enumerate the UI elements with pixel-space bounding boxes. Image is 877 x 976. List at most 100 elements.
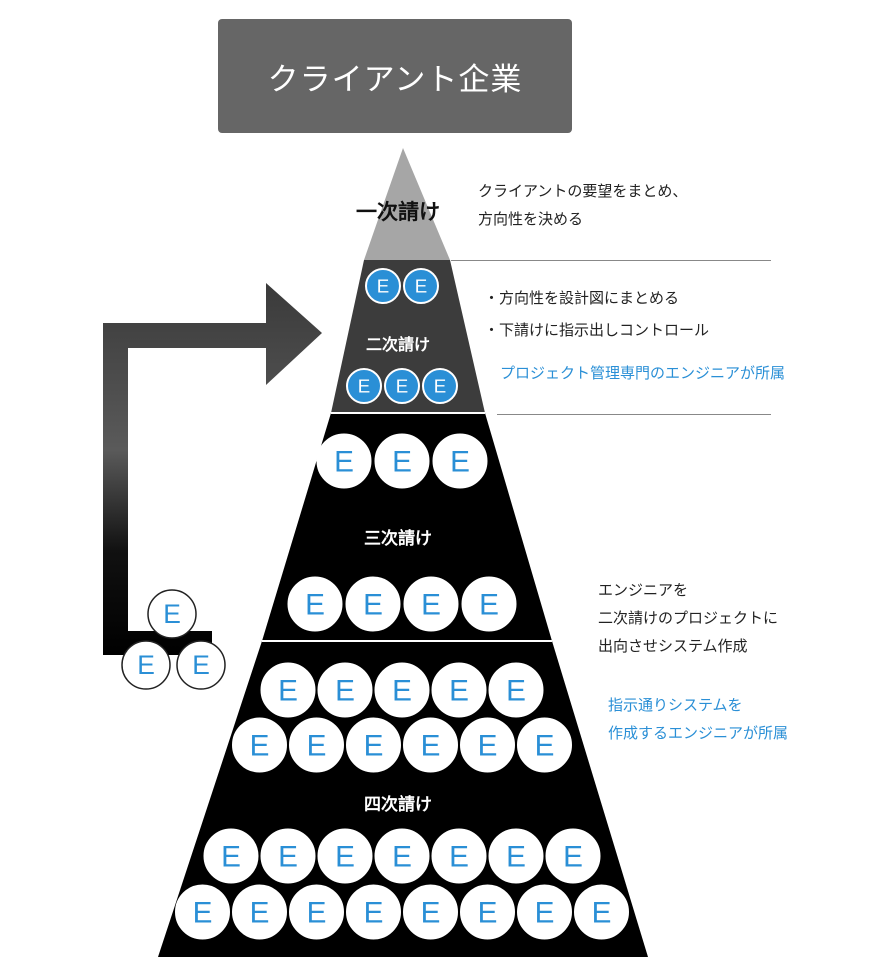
- svg-text:E: E: [335, 840, 355, 873]
- svg-text:E: E: [307, 729, 327, 762]
- tier1-note: クライアントの要望をまとめ、 方向性を決める: [478, 182, 688, 228]
- tier3-label: 三次請け: [364, 529, 432, 549]
- engineer-circle-icon: E: [147, 589, 197, 639]
- svg-text:E: E: [449, 840, 469, 873]
- svg-text:E: E: [478, 896, 498, 929]
- svg-text:E: E: [250, 729, 270, 762]
- engineer-circle-icon: E: [345, 576, 401, 632]
- client-box: クライアント企業: [218, 19, 572, 133]
- svg-text:E: E: [278, 840, 298, 873]
- client-label: クライアント企業: [267, 61, 523, 98]
- svg-text:E: E: [358, 375, 370, 396]
- engineer-circle-icon: E: [287, 576, 343, 632]
- svg-text:E: E: [193, 896, 213, 929]
- svg-text:E: E: [479, 588, 499, 621]
- engineer-circle-icon: E: [488, 828, 544, 884]
- svg-text:E: E: [535, 896, 555, 929]
- svg-text:E: E: [363, 588, 383, 621]
- divider-1: [451, 260, 771, 261]
- svg-text:E: E: [392, 840, 412, 873]
- engineer-circle-icon: E: [317, 662, 373, 718]
- tier4-note-blue: 指示通りシステムを 作成するエンジニアが所属: [608, 696, 789, 742]
- engineer-circle-icon: E: [545, 828, 601, 884]
- engineer-circle-icon: E: [289, 717, 344, 773]
- svg-text:E: E: [305, 588, 325, 621]
- engineer-circle-icon: E: [403, 884, 458, 940]
- engineer-circle-icon: E: [203, 828, 259, 884]
- engineer-circle-icon: E: [260, 662, 316, 718]
- svg-text:E: E: [250, 896, 270, 929]
- tier2-note-a: ・方向性を設計図にまとめる: [484, 289, 680, 307]
- engineer-circle-icon: E: [384, 368, 420, 404]
- engineer-circle-icon: E: [488, 662, 544, 718]
- tier3-note: エンジニアを 二次請けのプロジェクトに 出向させシステム作成: [598, 581, 779, 655]
- svg-text:E: E: [506, 840, 526, 873]
- tier2-note-b: ・下請けに指示出しコントロール: [484, 321, 710, 339]
- svg-text:E: E: [421, 896, 441, 929]
- engineer-circle-icon: E: [346, 717, 401, 773]
- svg-text:E: E: [563, 840, 583, 873]
- svg-text:E: E: [137, 650, 155, 680]
- engineer-circle-icon: E: [232, 884, 287, 940]
- svg-text:E: E: [163, 599, 181, 629]
- engineer-circle-icon: E: [316, 433, 372, 489]
- svg-text:E: E: [307, 896, 327, 929]
- engineer-circle-icon: E: [461, 576, 517, 632]
- svg-text:E: E: [415, 275, 427, 296]
- engineer-circle-icon: E: [574, 884, 629, 940]
- engineer-circle-icon: E: [422, 368, 458, 404]
- svg-text:E: E: [364, 896, 384, 929]
- divider-2: [497, 414, 771, 415]
- engineer-circle-icon: E: [121, 640, 171, 690]
- engineer-circle-icon: E: [374, 828, 430, 884]
- svg-text:E: E: [364, 729, 384, 762]
- engineer-circle-icon: E: [176, 640, 226, 690]
- tier4-label: 四次請け: [364, 795, 432, 815]
- engineer-circle-icon: E: [289, 884, 344, 940]
- svg-text:E: E: [278, 674, 298, 707]
- engineer-circle-icon: E: [431, 662, 487, 718]
- svg-text:E: E: [592, 896, 612, 929]
- tier2-label: 二次請け: [365, 335, 430, 354]
- svg-text:E: E: [450, 445, 470, 478]
- engineer-circle-icon: E: [517, 884, 572, 940]
- engineer-circle-icon: E: [346, 368, 382, 404]
- svg-text:E: E: [334, 445, 354, 478]
- engineer-circle-icon: E: [403, 576, 459, 632]
- engineer-circle-icon: E: [460, 884, 515, 940]
- svg-text:E: E: [377, 275, 389, 296]
- engineer-circle-icon: E: [374, 662, 430, 718]
- svg-text:E: E: [449, 674, 469, 707]
- engineer-circle-icon: E: [365, 268, 401, 304]
- svg-text:E: E: [478, 729, 498, 762]
- tier2-note-blue: プロジェクト管理専門のエンジニアが所属: [500, 364, 786, 382]
- engineer-circle-icon: E: [346, 884, 401, 940]
- svg-text:E: E: [506, 674, 526, 707]
- svg-text:E: E: [421, 588, 441, 621]
- svg-text:E: E: [535, 729, 555, 762]
- svg-text:E: E: [434, 375, 446, 396]
- engineer-circle-icon: E: [317, 828, 373, 884]
- tier1-label: 一次請け: [356, 200, 440, 224]
- engineer-circle-icon: E: [431, 828, 487, 884]
- engineer-circle-icon: E: [460, 717, 515, 773]
- svg-text:E: E: [396, 375, 408, 396]
- engineer-circle-icon: E: [175, 884, 230, 940]
- engineer-circle-icon: E: [403, 268, 439, 304]
- up-arrow-icon: [103, 283, 322, 655]
- svg-text:E: E: [392, 445, 412, 478]
- svg-text:E: E: [335, 674, 355, 707]
- svg-text:E: E: [421, 729, 441, 762]
- engineer-circle-icon: E: [403, 717, 458, 773]
- tier1-band: [364, 148, 450, 260]
- svg-text:E: E: [221, 840, 241, 873]
- engineer-circle-icon: E: [260, 828, 316, 884]
- engineer-circle-icon: E: [517, 717, 572, 773]
- svg-text:E: E: [392, 674, 412, 707]
- engineer-circle-icon: E: [232, 717, 287, 773]
- engineer-circle-icon: E: [374, 433, 430, 489]
- svg-text:E: E: [192, 650, 210, 680]
- engineer-circle-icon: E: [432, 433, 488, 489]
